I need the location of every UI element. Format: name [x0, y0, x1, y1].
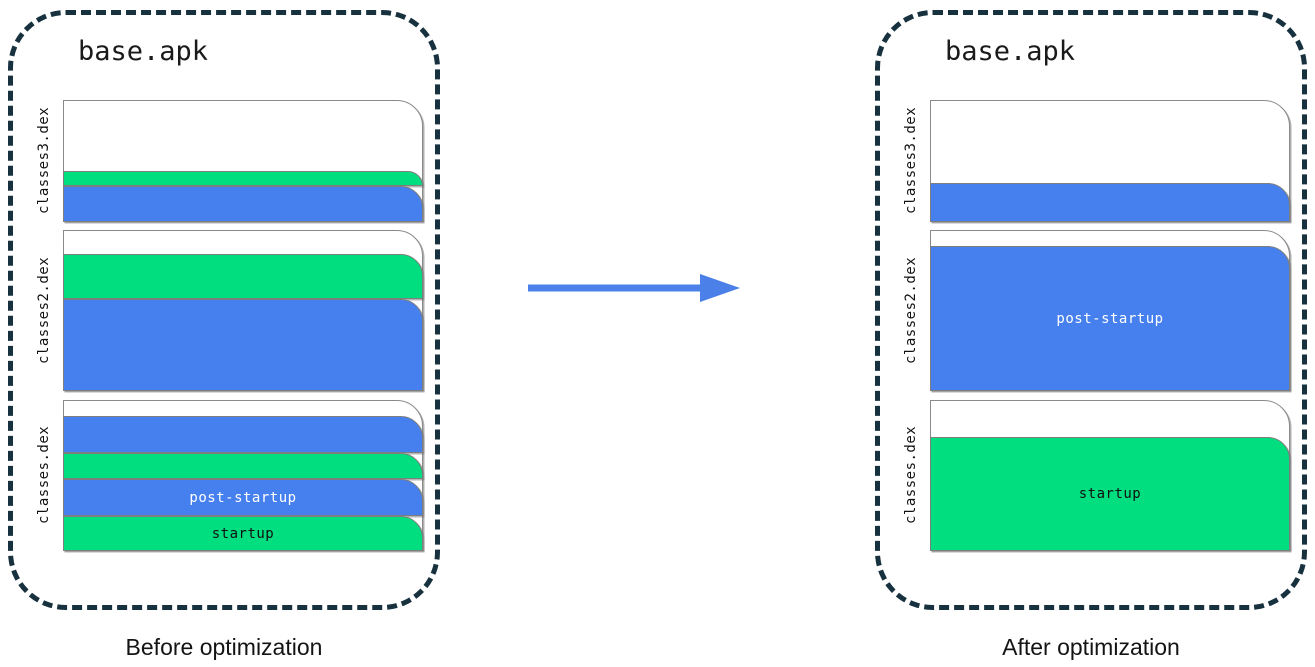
apk-panel-after	[875, 10, 1307, 610]
dex-segment-label: startup	[1078, 486, 1142, 502]
dex-segment-post-startup	[63, 416, 423, 454]
dex-box-before-classes2-dex	[63, 230, 423, 391]
dex-segment-post-startup	[63, 299, 423, 391]
dex-box-before-classes-dex: post-startup startup	[63, 400, 423, 551]
dex-label-classes-dex: classes.dex	[36, 425, 52, 525]
apk-title-after: base.apk	[945, 36, 1076, 67]
dex-box-after-classes-dex: startup	[930, 400, 1290, 551]
optimization-arrow	[528, 268, 740, 313]
apk-panel-before	[8, 10, 440, 610]
dex-segment-post-startup: post-startup	[930, 246, 1290, 391]
arrow-right-icon	[528, 274, 740, 302]
apk-title-before: base.apk	[78, 36, 209, 67]
dex-box-after-classes2-dex: post-startup	[930, 230, 1290, 391]
dex-segment-startup	[63, 254, 423, 299]
dex-label-classes3-dex: classes3.dex	[903, 106, 919, 215]
dex-label-classes-dex: classes.dex	[903, 425, 919, 525]
dex-segment-label: post-startup	[189, 489, 297, 506]
dex-box-after-classes3-dex	[930, 100, 1290, 222]
dex-segment-post-startup	[63, 186, 423, 222]
caption-before-optimization: Before optimization	[125, 634, 323, 660]
caption-after-optimization: After optimization	[1002, 634, 1180, 660]
dex-label-classes3-dex: classes3.dex	[36, 106, 52, 215]
dex-label-classes2-dex: classes2.dex	[903, 256, 919, 364]
dex-segment-post-startup: post-startup	[63, 479, 423, 517]
dex-box-before-classes3-dex	[63, 100, 423, 222]
dex-segment-startup	[63, 453, 423, 479]
dex-segment-startup	[63, 171, 423, 187]
dex-segment-label: startup	[211, 525, 275, 542]
dex-segment-startup: startup	[63, 516, 423, 551]
dex-segment-post-startup	[930, 182, 1290, 222]
dex-segment-label: post-startup	[1056, 310, 1164, 327]
dex-segment-startup: startup	[930, 437, 1290, 551]
dex-label-classes2-dex: classes2.dex	[36, 256, 52, 364]
